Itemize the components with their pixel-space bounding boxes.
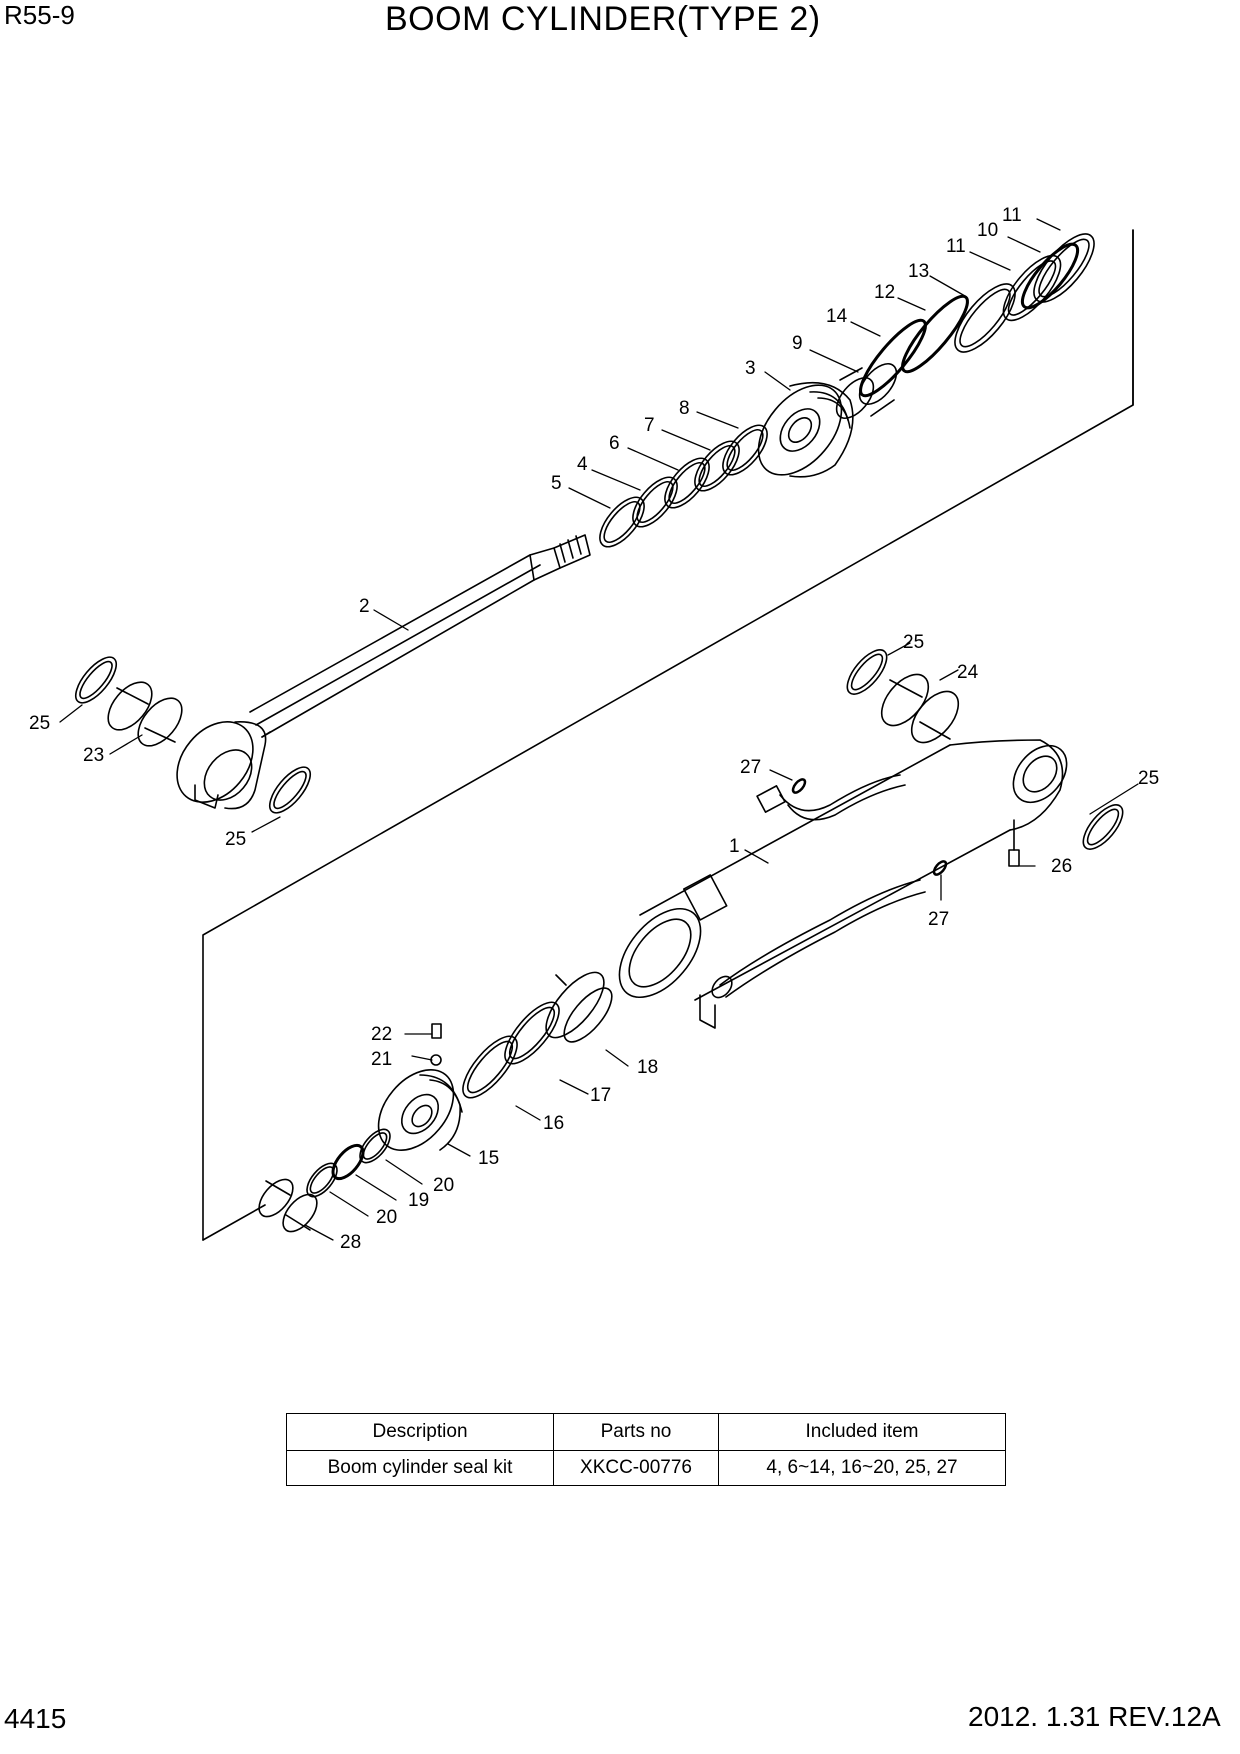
callout-15: 15 — [478, 1148, 499, 1169]
callouts: 11 10 11 13 12 14 9 3 8 7 6 4 5 2 25 23 … — [29, 205, 1159, 1253]
wear-ring-9 — [835, 363, 898, 419]
column-header-description: Description — [286, 1413, 554, 1451]
cylinder-tube-1 — [618, 739, 1068, 1029]
ring-25-bottom-left — [268, 766, 312, 814]
ring-5 — [599, 496, 645, 548]
callout-20: 20 — [376, 1207, 397, 1228]
ring-25-right-bottom — [1082, 804, 1124, 850]
ring-20-upper — [359, 1128, 391, 1164]
callout-11: 11 — [946, 236, 966, 257]
ring-25-right-top — [846, 649, 888, 695]
callout-27: 27 — [740, 757, 761, 778]
cell-parts-no: XKCC-00776 — [553, 1450, 719, 1486]
ring-25-top-left — [74, 656, 118, 704]
revision-date: 2012. 1.31 REV.12A — [968, 1701, 1221, 1732]
callout-13: 13 — [908, 261, 929, 282]
callout-4: 4 — [577, 454, 588, 475]
ring-6 — [664, 457, 710, 509]
callout-20: 20 — [433, 1175, 454, 1196]
callout-19: 19 — [408, 1190, 429, 1211]
callout-1: 1 — [729, 836, 740, 857]
callout-23: 23 — [83, 745, 104, 766]
callout-9: 9 — [792, 333, 803, 354]
assembly-frame — [202, 229, 1134, 1241]
piston-rod-2 — [249, 534, 591, 738]
ring-16 — [462, 1035, 518, 1099]
seal-kit-table: Description Parts no Included item Boom … — [286, 1413, 1006, 1486]
callout-14: 14 — [826, 306, 848, 327]
table-header-row: Description Parts no Included item — [286, 1413, 1006, 1451]
cell-description: Boom cylinder seal kit — [286, 1450, 554, 1486]
ring-13 — [954, 283, 1016, 353]
cell-included-item: 4, 6~14, 16~20, 25, 27 — [718, 1450, 1006, 1486]
callout-27: 27 — [928, 909, 949, 930]
grease-nipple-26 — [1008, 819, 1020, 867]
callout-21: 21 — [371, 1049, 392, 1070]
o-ring-27-upper — [791, 778, 807, 794]
callout-3: 3 — [745, 358, 756, 379]
piston-3 — [757, 381, 854, 478]
set-screw-22 — [431, 1023, 442, 1039]
ring-7 — [694, 440, 740, 492]
ring-20-lower — [306, 1162, 338, 1198]
column-header-parts-no: Parts no — [553, 1413, 719, 1451]
bushing-24 — [880, 673, 960, 744]
hose-upper — [756, 774, 906, 821]
callout-25: 25 — [1138, 768, 1159, 789]
rod-cover-15 — [377, 1069, 463, 1151]
callout-22: 22 — [371, 1024, 392, 1045]
leader-lines — [59, 218, 1139, 1241]
callout-18: 18 — [637, 1057, 658, 1078]
table-row: Boom cylinder seal kit XKCC-00776 4, 6~1… — [286, 1450, 1006, 1486]
callout-2: 2 — [359, 596, 370, 617]
callout-7: 7 — [644, 415, 655, 436]
callout-28: 28 — [340, 1232, 361, 1253]
frame-bottom-edge — [202, 1204, 266, 1241]
callout-12: 12 — [874, 282, 895, 303]
ring-10 — [1020, 242, 1080, 310]
ring-14 — [859, 318, 927, 398]
dust-wiper-28 — [258, 1178, 318, 1233]
exploded-parts-diagram: 11 10 11 13 12 14 9 3 8 7 6 4 5 2 25 23 … — [29, 205, 1159, 1253]
callout-25: 25 — [225, 829, 246, 850]
model-number: R55-9 — [4, 0, 75, 30]
o-ring-27-lower — [932, 860, 948, 876]
callout-6: 6 — [609, 433, 620, 454]
ring-17 — [504, 1001, 560, 1065]
column-header-included-item: Included item — [718, 1413, 1006, 1451]
callout-5: 5 — [551, 473, 562, 494]
callout-25: 25 — [903, 632, 924, 653]
callout-8: 8 — [679, 398, 690, 419]
callout-17: 17 — [590, 1085, 611, 1106]
callout-26: 26 — [1051, 856, 1072, 877]
callout-11: 11 — [1002, 205, 1022, 226]
bushing-23 — [107, 681, 183, 747]
rod-eye-23-end — [176, 721, 267, 810]
callout-25: 25 — [29, 713, 50, 734]
callout-24: 24 — [957, 662, 979, 683]
callout-16: 16 — [543, 1113, 564, 1134]
page-number: 4415 — [4, 1703, 67, 1734]
callout-10: 10 — [977, 220, 998, 241]
page-title: BOOM CYLINDER(TYPE 2) — [385, 0, 821, 38]
